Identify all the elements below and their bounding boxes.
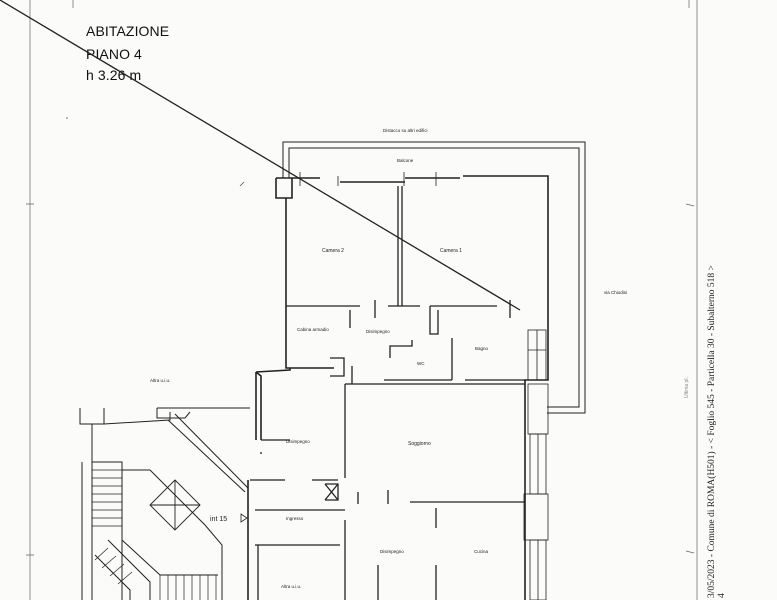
entrance-arrow-icon xyxy=(240,513,248,523)
lift-shaft xyxy=(149,479,201,531)
stairwell xyxy=(79,407,250,600)
stray-mark xyxy=(239,181,245,187)
margin-note: Ultima pl. xyxy=(684,377,690,398)
cadastral-stamp: 3/05/2023 - Comune di ROMA(H501) - < Fog… xyxy=(707,265,717,598)
plan-title-abitazione: ABITAZIONE xyxy=(86,23,170,39)
interior-walls xyxy=(0,0,525,600)
room-soggiorno: Soggiorno xyxy=(408,441,431,447)
room-wc: WC xyxy=(417,361,425,366)
other-unit-left-label: Altra u.i.u. xyxy=(150,378,170,383)
room-disimpegno-top: Disimpegno xyxy=(366,329,390,334)
room-disimpegno-mid: Disimpegno xyxy=(286,439,310,444)
stray-dot xyxy=(66,117,68,119)
stair-treads xyxy=(92,469,217,600)
cadastral-stamp-line-2: 4 xyxy=(717,593,727,598)
unit-number-label: int 15 xyxy=(210,516,227,523)
plan-floor-label: PIANO 4 xyxy=(86,46,142,62)
room-disimpegno-low: Disimpegno xyxy=(380,549,404,554)
distance-note: Distacco su altri edifici xyxy=(383,128,428,133)
street-label: via Chiodini xyxy=(604,290,627,295)
window-strips xyxy=(299,172,549,600)
balcony-label: Balcone xyxy=(397,158,414,163)
other-unit-bottom-label: Altra u.i.u. xyxy=(281,584,301,589)
sheet-frame xyxy=(29,0,698,600)
room-bagno: Bagno xyxy=(475,346,489,351)
room-camera-2: Camera 2 xyxy=(322,248,344,254)
room-cucina: Cucina xyxy=(474,549,489,554)
room-ingresso: Ingresso xyxy=(286,516,304,521)
balcony-outline xyxy=(282,141,586,414)
plan-height-label: h 3.26 m xyxy=(86,67,142,83)
room-camera-1: Camera 1 xyxy=(440,248,462,254)
room-cabina-armadio: Cabina armadio xyxy=(297,327,329,332)
frame-tick-marks xyxy=(26,203,695,556)
